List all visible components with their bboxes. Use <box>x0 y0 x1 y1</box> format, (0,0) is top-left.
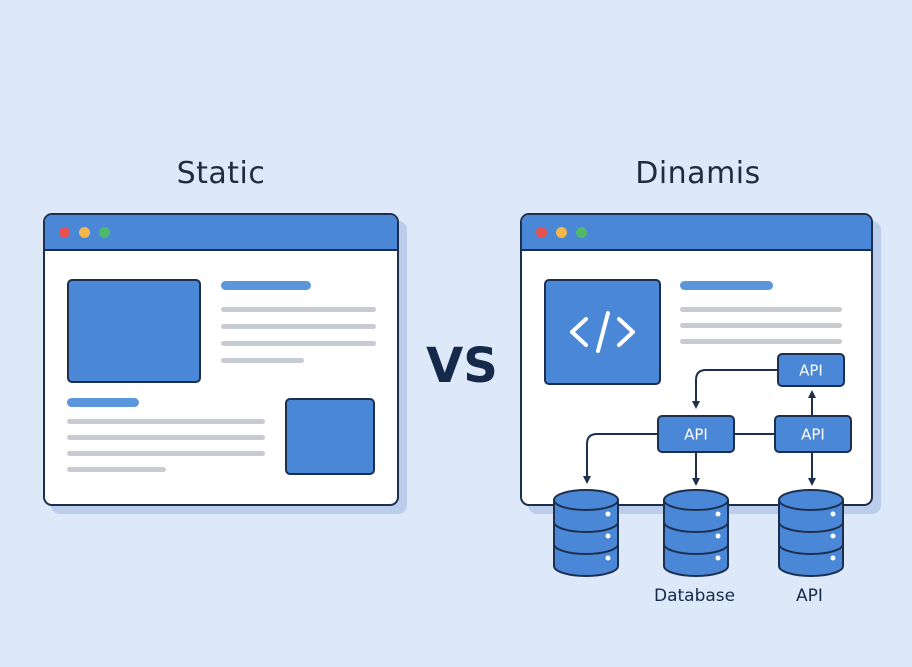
static-browser-window <box>43 213 399 506</box>
vs-label: VS <box>426 338 498 394</box>
minimize-dot-icon <box>556 227 567 238</box>
maximize-dot-icon <box>99 227 110 238</box>
database-icon <box>663 489 729 577</box>
database-caption: Database <box>654 586 736 606</box>
dynamic-title: Dinamis <box>635 156 761 191</box>
text-line-placeholder <box>680 323 842 328</box>
text-line-placeholder <box>67 451 265 456</box>
api-node-label: API <box>801 426 825 444</box>
close-dot-icon <box>536 227 547 238</box>
code-brackets-icon <box>570 311 635 353</box>
text-line-placeholder <box>221 307 376 312</box>
dynamic-window-titlebar <box>522 215 871 251</box>
database-icon <box>778 489 844 577</box>
connector-arrow <box>692 369 778 409</box>
api-node-label: API <box>799 362 823 380</box>
code-panel <box>544 279 661 385</box>
subheading-placeholder <box>67 398 139 407</box>
text-line-placeholder <box>67 435 265 440</box>
text-line-placeholder <box>221 324 376 329</box>
side-image-placeholder <box>285 398 375 475</box>
heading-placeholder <box>680 281 773 290</box>
static-window-titlebar <box>45 215 397 251</box>
text-line-placeholder <box>680 339 842 344</box>
text-line-placeholder <box>67 467 166 472</box>
api-node: API <box>777 353 845 387</box>
maximize-dot-icon <box>576 227 587 238</box>
heading-placeholder <box>221 281 311 290</box>
api-caption: API <box>796 586 823 606</box>
database-icon <box>553 489 619 577</box>
text-line-placeholder <box>221 358 304 363</box>
text-line-placeholder <box>67 419 265 424</box>
static-title: Static <box>176 156 266 191</box>
connector-arrow <box>583 433 658 484</box>
hero-image-placeholder <box>67 279 201 383</box>
text-line-placeholder <box>221 341 376 346</box>
api-node: API <box>657 415 735 453</box>
close-dot-icon <box>59 227 70 238</box>
api-node-label: API <box>684 426 708 444</box>
text-line-placeholder <box>680 307 842 312</box>
api-node: API <box>774 415 852 453</box>
connectors <box>583 369 816 486</box>
minimize-dot-icon <box>79 227 90 238</box>
